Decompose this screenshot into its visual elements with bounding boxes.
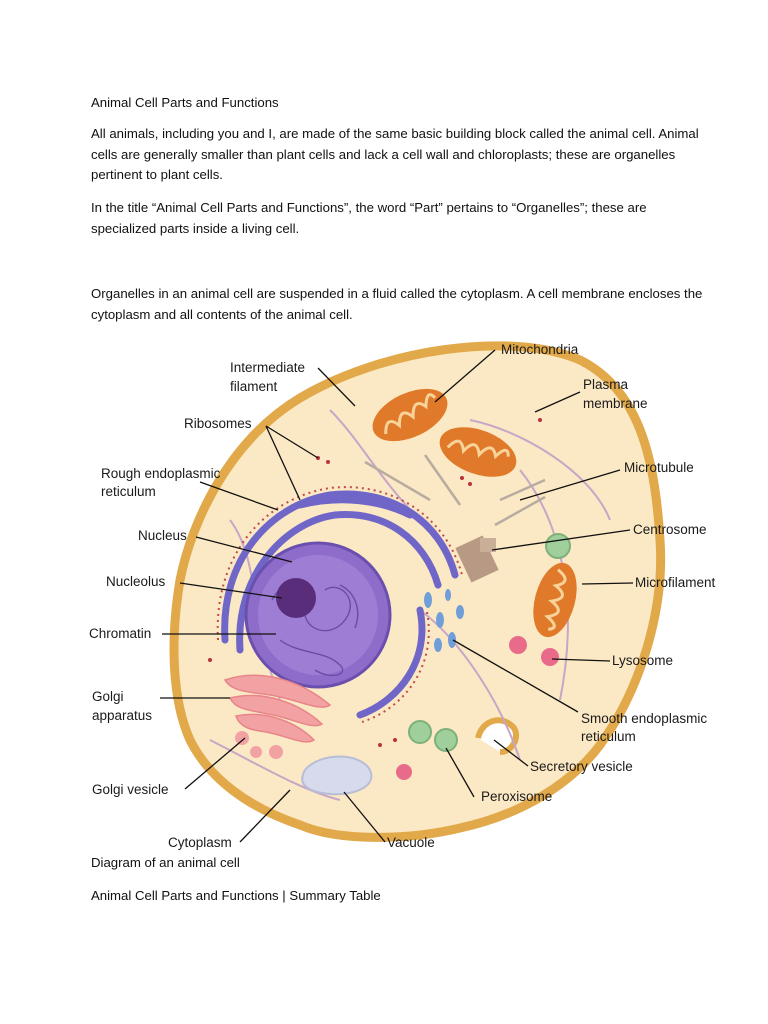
summary-table-heading: Animal Cell Parts and Functions | Summar… (91, 888, 381, 903)
centrosome-shape (455, 535, 499, 583)
rough-er-shape (221, 490, 459, 719)
cytoplasm-paragraph: Organelles in an animal cell are suspend… (91, 286, 703, 322)
label-nucleus: Nucleus (138, 528, 187, 543)
organelles-paragraph: In the title “Animal Cell Parts and Func… (91, 200, 647, 236)
label-cytoplasm: Cytoplasm (168, 835, 232, 850)
intro-paragraph: All animals, including you and I, are ma… (91, 126, 699, 182)
nucleolus-shape (276, 578, 316, 618)
label-peroxisome: Peroxisome (481, 789, 552, 804)
label-secretory-vesicle: Secretory vesicle (530, 759, 633, 774)
lysosome-shapes (396, 636, 559, 780)
label-golgi-vesicle: Golgi vesicle (92, 782, 169, 797)
smooth-er-shape (424, 589, 464, 652)
label-plasma-membrane-1: Plasma (583, 377, 629, 392)
label-rough-er-1: Rough endoplasmic (101, 466, 221, 481)
label-rough-er-2: reticulum (101, 484, 156, 499)
microtubules (364, 454, 546, 527)
filaments (209, 409, 611, 801)
label-ribosomes: Ribosomes (184, 416, 252, 431)
label-intermediate-filament-1: Intermediate (230, 360, 305, 375)
label-microfilament: Microfilament (635, 575, 716, 590)
label-chromatin: Chromatin (89, 626, 151, 641)
document-title: Animal Cell Parts and Functions (91, 95, 279, 110)
label-smooth-er-1: Smooth endoplasmic (581, 711, 707, 726)
label-lysosome: Lysosome (612, 653, 673, 668)
golgi-vesicles (235, 731, 283, 759)
label-golgi-apparatus-2: apparatus (92, 708, 152, 723)
label-mitochondria: Mitochondria (501, 342, 579, 357)
mitochondria-shapes (372, 388, 577, 638)
label-golgi-apparatus-1: Golgi (92, 689, 124, 704)
label-nucleolus: Nucleolus (106, 574, 166, 589)
label-vacuole: Vacuole (387, 835, 435, 850)
label-intermediate-filament-2: filament (230, 379, 278, 394)
label-microtubule: Microtubule (624, 460, 694, 475)
diagram-caption: Diagram of an animal cell (91, 855, 240, 870)
vacuole-shape (301, 755, 373, 796)
golgi-shape (223, 674, 332, 743)
label-plasma-membrane-2: membrane (583, 396, 648, 411)
label-centrosome: Centrosome (633, 522, 707, 537)
label-smooth-er-2: reticulum (581, 729, 636, 744)
